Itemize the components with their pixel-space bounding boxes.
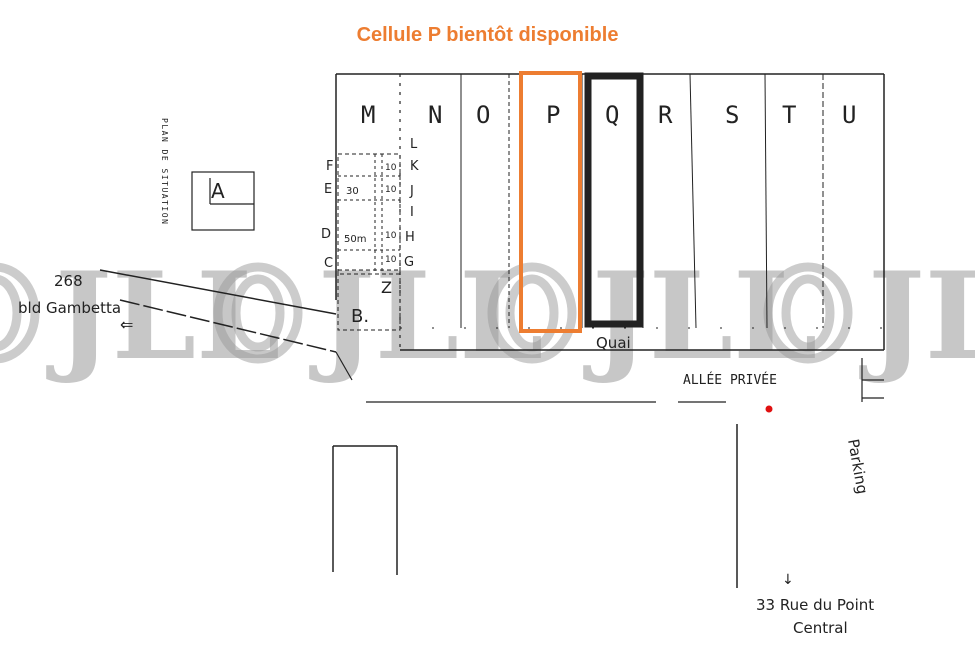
cell-q-outline	[584, 72, 644, 328]
street-name: bld Gambetta	[18, 299, 121, 317]
cell-label-q: Q	[605, 101, 619, 129]
unit-label-z: Z	[381, 278, 392, 297]
address-line1: 33 Rue du Point	[756, 596, 874, 614]
street-number: 268	[54, 272, 83, 290]
gambetta-road	[99, 269, 353, 381]
down-arrow-icon: ↓	[782, 572, 794, 588]
unit-label-c: C	[324, 256, 333, 271]
unit-label-i: I	[410, 205, 414, 220]
private-lane	[366, 358, 884, 403]
left-arrow-icon: ⇐	[120, 315, 133, 334]
cell-labels: M N O P Q R S T U	[361, 101, 856, 129]
unit-label-b: B.	[351, 306, 369, 327]
unit-label-a: A	[211, 179, 225, 203]
cell-label-r: R	[658, 101, 673, 129]
unit-label-d: D	[321, 227, 331, 242]
cell-label-t: T	[782, 101, 796, 129]
unit-label-f: F	[326, 159, 333, 174]
unit-label-e: E	[324, 182, 332, 197]
size-label-30: 30	[346, 186, 359, 197]
unit-label-l: L	[410, 137, 418, 152]
watermark: JLL JLL JLL JLL	[0, 246, 975, 387]
quay-label: Quai	[596, 334, 631, 352]
page-title: Cellule P bientôt disponible	[356, 24, 619, 46]
plan-label: PLAN DE SITUATION	[160, 118, 169, 225]
building-a	[191, 171, 255, 231]
unit-label-k: K	[410, 159, 419, 174]
cell-label-u: U	[842, 101, 856, 129]
cell-label-o: O	[476, 101, 490, 129]
watermark-text-4: JLL	[859, 246, 975, 387]
size-label-10d: 10	[385, 255, 397, 265]
lower-building	[332, 424, 738, 588]
parking-label: Parking	[844, 438, 871, 496]
cell-label-m: M	[361, 101, 375, 129]
location-marker	[765, 405, 773, 413]
size-label-10b: 10	[385, 185, 397, 195]
size-label-10a: 10	[385, 163, 397, 173]
unit-label-h: H	[405, 230, 415, 245]
size-label-50: 50m	[344, 234, 366, 245]
size-label-10c: 10	[385, 231, 397, 241]
cell-label-p: P	[546, 101, 560, 129]
cell-label-s: S	[725, 101, 739, 129]
cell-p-highlight	[519, 71, 582, 333]
small-unit-labels: F E D C K J I H G L Z B. 30 50m 10 10 10…	[321, 137, 419, 327]
cell-label-n: N	[428, 101, 442, 129]
small-units	[337, 153, 401, 331]
unit-label-j: J	[409, 184, 414, 199]
private-lane-label: ALLÉE PRIVÉE	[683, 372, 777, 388]
unit-label-g: G	[404, 255, 414, 270]
watermark-text-3: JLL	[583, 246, 818, 387]
address-line2: Central	[793, 619, 848, 637]
